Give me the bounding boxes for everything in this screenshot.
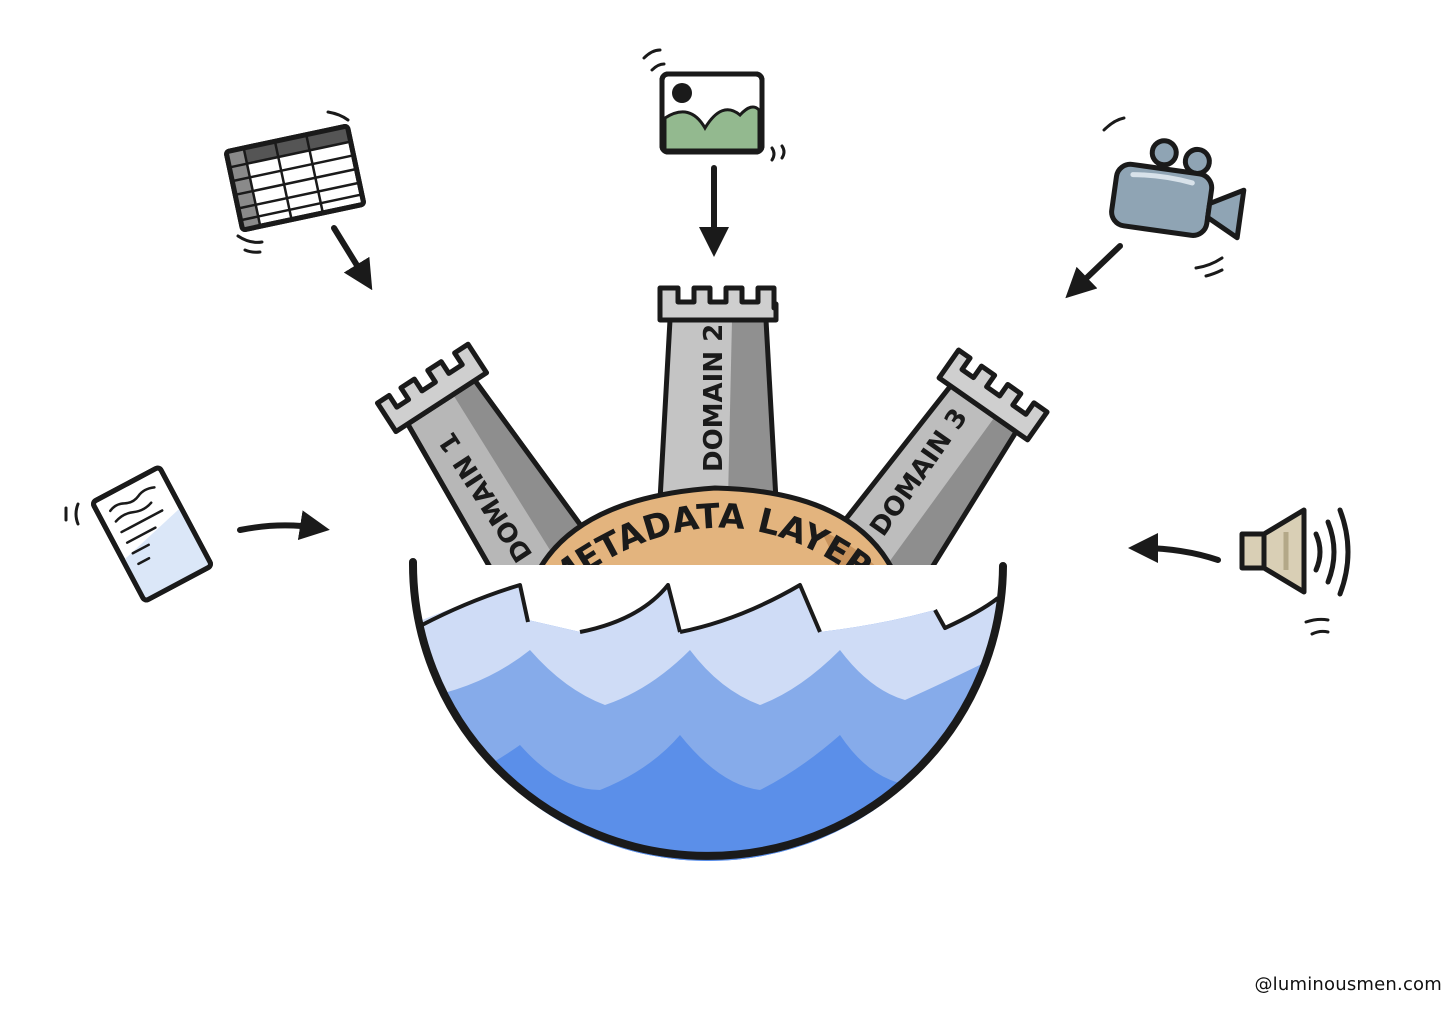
domain-2-tower: DOMAIN 2 [657, 285, 779, 503]
spreadsheet-arrow [331, 225, 373, 291]
speaker-arrow [1128, 533, 1221, 564]
speaker-icon [1239, 507, 1351, 597]
credit-watermark: @luminousmen.com [1254, 974, 1442, 995]
spreadsheet-icon [224, 124, 366, 232]
video-arrow [1065, 243, 1123, 299]
video-camera-icon [1109, 138, 1247, 241]
document-icon [91, 465, 213, 603]
data-lake-bowl [408, 558, 1007, 861]
image-icon [659, 71, 765, 155]
domain-2-label: DOMAIN 2 [699, 324, 729, 472]
document-arrow [237, 510, 330, 541]
